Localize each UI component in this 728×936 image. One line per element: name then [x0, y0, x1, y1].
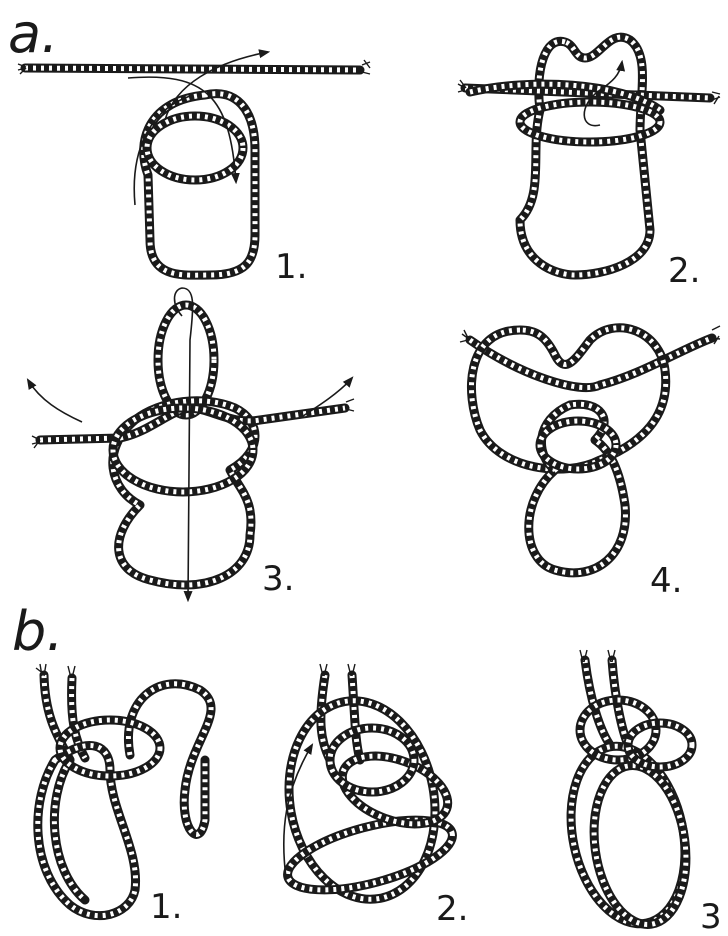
step-label-a4: 4. [650, 561, 682, 601]
rope-b1 [38, 675, 211, 916]
step-label-a3: 3. [262, 559, 294, 599]
diagram-a4: 4. [460, 326, 720, 601]
step-label-b1: 1. [150, 887, 182, 927]
step-label-a1: 1. [275, 247, 307, 287]
step-label-b2: 2. [436, 889, 468, 929]
section-label-b: b. [12, 600, 63, 663]
diagram-a1: 1. [18, 52, 370, 287]
rope-b2 [274, 675, 460, 911]
rope-a1 [25, 68, 360, 275]
diagram-b1: 1. [36, 664, 211, 927]
step-label-b3: 3 [700, 897, 722, 936]
fray-b1-left [36, 664, 46, 676]
rope-a2 [465, 37, 710, 275]
rope-b3 [555, 660, 700, 934]
section-label-a: a. [8, 2, 58, 65]
arrow-a1-over [165, 52, 268, 120]
rope-a3 [40, 305, 345, 585]
fray-a4-left [460, 330, 469, 342]
diagram-a2: 2. [458, 37, 720, 291]
diagram-a3: 3. [28, 288, 354, 600]
rope-a4 [470, 328, 712, 573]
step-label-a2: 2. [668, 251, 700, 291]
arrow-a3-left [28, 380, 82, 422]
fray-a2-left [458, 80, 466, 92]
diagram-b2: 2. [274, 664, 469, 929]
diagram-b3: 3 [555, 650, 721, 936]
arrow-a3-down [175, 288, 193, 600]
